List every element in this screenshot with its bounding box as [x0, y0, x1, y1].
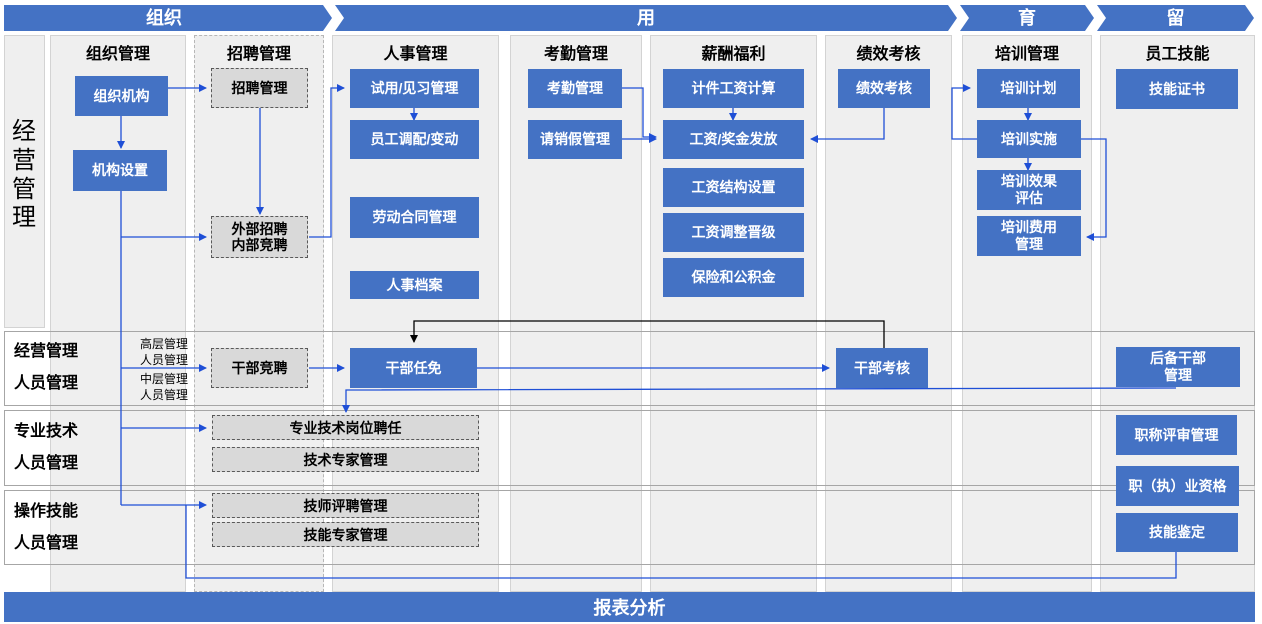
box-hr-archive[interactable]: 人事档案: [350, 271, 479, 299]
left-title-column: [4, 35, 45, 328]
phase-chevron-org: [4, 5, 332, 31]
box-piece-wage[interactable]: 计件工资计算: [663, 69, 804, 108]
box-org-structure[interactable]: 组织机构: [75, 76, 168, 116]
phase-chevron-use: [335, 5, 957, 31]
train-cost-line1: 培训费用: [1001, 219, 1057, 235]
box-train-plan[interactable]: 培训计划: [977, 69, 1080, 108]
box-train-impl[interactable]: 培训实施: [977, 120, 1081, 158]
label-middle-1: 中层管理: [140, 372, 189, 386]
box-insurance[interactable]: 保险和公积金: [663, 258, 804, 297]
column-heading-attendance: 考勤管理: [543, 46, 608, 63]
footer-report-analysis[interactable]: 报表分析: [4, 592, 1255, 622]
column-heading-org: 组织管理: [85, 46, 150, 63]
arrow-impl-to-plan: [951, 84, 978, 140]
box-tech-post[interactable]: 专业技术岗位聘任: [212, 415, 479, 440]
box-org-setup[interactable]: 机构设置: [73, 150, 167, 191]
external-recruit-line1: 外部招聘: [231, 221, 288, 237]
box-skill-expert[interactable]: 技能专家管理: [212, 522, 479, 547]
box-technician[interactable]: 技师评聘管理: [212, 493, 479, 518]
column-heading-salary: 薪酬福利: [701, 46, 766, 63]
phase-label-retain: 留: [1166, 8, 1185, 28]
arrow-impl-to-cost: [1081, 138, 1107, 241]
label-senior-2: 人员管理: [140, 353, 189, 367]
column-heading-performance: 绩效考核: [856, 46, 921, 63]
box-wage-structure[interactable]: 工资结构设置: [663, 168, 804, 207]
column-heading-personnel: 人事管理: [383, 46, 448, 63]
train-eval-line1: 培训效果: [1001, 173, 1057, 189]
line-appraisal-loop: [185, 505, 1177, 579]
box-train-cost[interactable]: 培训费用 管理: [977, 216, 1081, 256]
arrow-reserve-to-tech: [342, 387, 1177, 413]
train-eval-line2: 评估: [1015, 190, 1043, 206]
phase-label-develop: 育: [1018, 8, 1036, 28]
row-label-operational-2: 人员管理: [14, 535, 79, 552]
box-recruit-mgmt[interactable]: 招聘管理: [211, 68, 308, 108]
box-probation[interactable]: 试用/见习管理: [350, 69, 479, 108]
band-technical: [4, 410, 1255, 486]
box-skill-appraisal[interactable]: 技能鉴定: [1116, 513, 1238, 552]
left-vertical-title: 经营管理: [12, 118, 36, 232]
box-qualification[interactable]: 职（执）业资格: [1116, 466, 1239, 506]
label-middle-2: 人员管理: [140, 388, 189, 402]
phase-chevron-retain: [1097, 5, 1254, 31]
box-attendance[interactable]: 考勤管理: [528, 69, 622, 108]
box-transfer[interactable]: 员工调配/变动: [350, 120, 479, 159]
column-heading-skills: 员工技能: [1145, 46, 1210, 63]
box-tech-expert[interactable]: 技术专家管理: [212, 447, 479, 472]
row-label-operational-1: 操作技能: [14, 503, 79, 520]
phase-label-use: 用: [637, 8, 655, 28]
phase-label-org: 组织: [146, 8, 182, 28]
box-leave[interactable]: 请销假管理: [528, 120, 622, 159]
box-pay[interactable]: 工资/奖金发放: [663, 120, 804, 159]
box-title-review[interactable]: 职称评审管理: [1116, 415, 1237, 455]
arrow-perf-to-pay: [810, 108, 885, 143]
box-wage-adjust[interactable]: 工资调整晋级: [663, 213, 804, 252]
row-label-management-1: 经营管理: [14, 343, 79, 360]
box-cadre-assess[interactable]: 干部考核: [836, 348, 928, 388]
box-skill-cert[interactable]: 技能证书: [1116, 69, 1238, 109]
reserve-cadre-line2: 管理: [1164, 367, 1192, 383]
phase-chevron-develop: [960, 5, 1094, 31]
box-external-recruit[interactable]: 外部招聘 内部竞聘: [211, 216, 308, 258]
box-cadre-compete[interactable]: 干部竞聘: [211, 348, 308, 388]
arrow-assess-to-appoint: [410, 320, 885, 348]
column-heading-training: 培训管理: [994, 46, 1059, 63]
arrow-external-to-probation: [309, 84, 345, 238]
train-cost-line2: 管理: [1015, 236, 1043, 252]
row-label-technical-2: 人员管理: [14, 455, 79, 472]
band-management: [4, 331, 1255, 406]
reserve-cadre-line1: 后备干部: [1150, 350, 1206, 366]
external-recruit-line2: 内部竞聘: [231, 237, 288, 253]
arrow-attendance-to-pay: [622, 87, 657, 141]
column-heading-recruit: 招聘管理: [226, 46, 291, 63]
box-cadre-appoint[interactable]: 干部任免: [350, 348, 477, 388]
box-reserve-cadre[interactable]: 后备干部 管理: [1116, 347, 1240, 387]
row-label-management-2: 人员管理: [14, 375, 79, 392]
band-operational: [4, 490, 1255, 565]
label-senior-1: 高层管理: [140, 337, 189, 351]
box-train-eval[interactable]: 培训效果 评估: [977, 170, 1081, 210]
column-performance: [825, 35, 952, 592]
box-labor-contract[interactable]: 劳动合同管理: [350, 197, 479, 238]
box-performance[interactable]: 绩效考核: [838, 69, 930, 108]
column-org: [50, 35, 186, 592]
row-label-technical-1: 专业技术: [14, 423, 79, 440]
